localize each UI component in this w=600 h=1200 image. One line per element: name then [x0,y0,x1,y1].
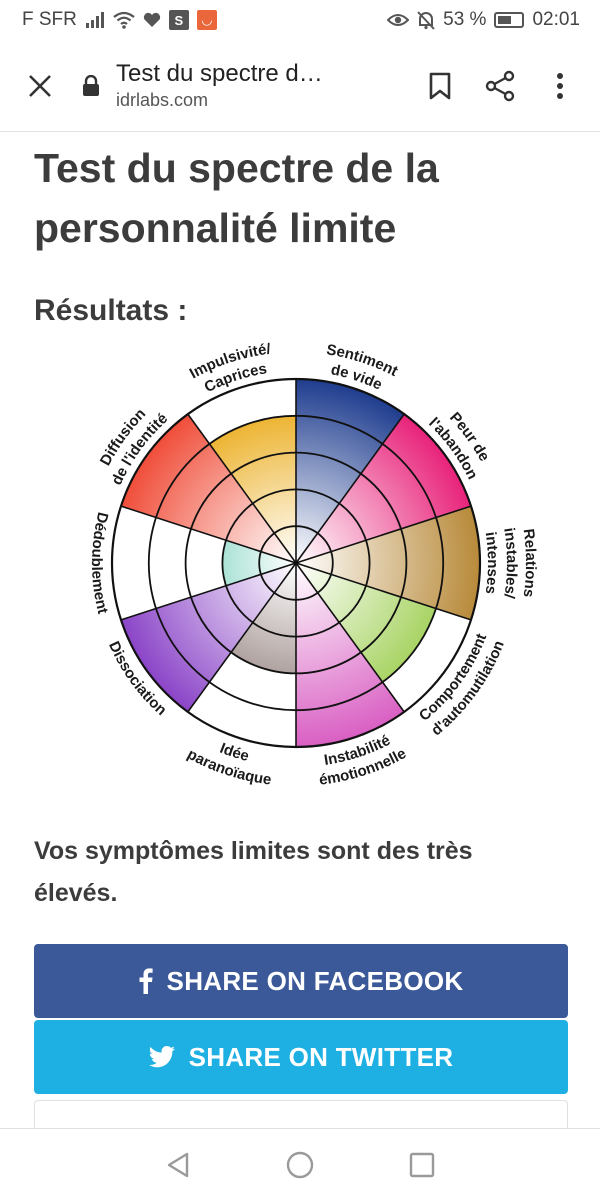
share-icon [485,70,515,101]
status-bar: F SFR S ◡ 53 % 02:01 [0,0,600,40]
bell-off-icon [417,11,435,30]
wheel-spoke-4 [295,562,405,713]
back-icon[interactable] [165,1151,191,1179]
app-s-icon: S [168,10,189,30]
clock-time: 02:01 [532,9,580,30]
wheel-spoke-6 [187,562,297,713]
more-vertical-icon [557,72,563,99]
carrier-label: F SFR [22,9,77,30]
wheel-segment-4 [296,563,405,747]
eye-icon [387,14,410,26]
wheel-label-2-2: intenses [482,531,501,595]
results-heading: Résultats : [34,294,188,327]
share-twitter-button[interactable]: SHARE ON TWITTER [34,1020,568,1094]
wifi-icon [113,11,135,29]
system-nav-bar [0,1128,600,1200]
share-facebook-button[interactable]: SHARE ON FACEBOOK [34,944,568,1018]
wheel-segment-5 [231,563,296,674]
recent-apps-icon[interactable] [409,1152,435,1178]
share-facebook-label: SHARE ON FACEBOOK [166,965,464,996]
battery-percent: 53 % [443,9,487,30]
wheel-label-7-0: Dédoublement [88,511,111,616]
more-options-button[interactable] [530,56,590,116]
verdict-line-1: Vos symptômes limites sont des très [34,837,473,865]
signal-icon [85,12,104,28]
share-twitter-label: SHARE ON TWITTER [188,1041,454,1072]
twitter-icon [148,1046,175,1068]
home-icon[interactable] [285,1150,315,1180]
browser-toolbar: Test du spectre d… idrlabs.com [0,40,600,132]
page-title-line-1: Test du spectre de la [34,145,439,191]
page-content: Test du spectre de la personnalité limit… [0,132,600,1128]
wheel-spoke-2 [295,505,472,564]
wheel-segment-2 [296,506,480,620]
wheel-spoke-9 [187,413,297,564]
wheel-segment-3 [296,563,436,683]
wheel-spoke-8 [120,505,297,564]
wheel-spoke-3 [295,562,472,621]
next-share-card [34,1100,568,1128]
verdict-line-2: élevés. [34,879,118,907]
page-title: Test du spectre de la personnalité limit… [34,138,566,258]
bookmark-button[interactable] [410,56,470,116]
url-bar[interactable]: Test du spectre d… idrlabs.com [70,60,410,111]
close-button[interactable] [10,56,70,116]
bookmark-icon [429,72,451,99]
wheel-segment-6 [121,563,296,712]
wheel-segment-1 [296,414,471,563]
lock-icon [83,74,99,96]
wheel-segment-9 [209,415,296,563]
wheel-label-2-1: instables/ [500,527,520,601]
result-verdict: Vos symptômes limites sont des très élev… [34,830,566,914]
wheel-spoke-1 [295,413,405,564]
wheel-label-2-0: Relations [520,528,539,599]
facebook-icon [139,968,153,994]
share-button[interactable] [470,56,530,116]
wheel-spoke-7 [120,562,297,621]
page-title-small: Test du spectre d… [116,60,323,87]
page-title-line-2: personnalité limite [34,205,397,251]
domain-label: idrlabs.com [116,90,209,110]
wheel-segment-8 [121,414,296,563]
wheel-segment-0 [296,379,405,563]
close-icon [29,74,51,97]
shopping-app-icon: ◡ [196,10,217,30]
heart-icon [143,12,161,27]
battery-icon [494,12,525,28]
